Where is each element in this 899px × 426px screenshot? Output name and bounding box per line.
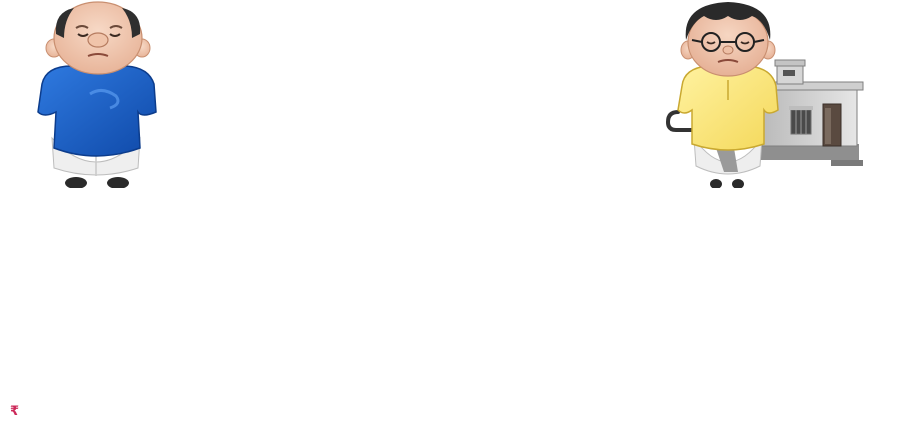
man-blue-kurta-illustration	[30, 0, 166, 189]
man-blue-kurta-svg	[37, 1, 157, 189]
man-yellow-kurta-glasses-illustration	[664, 0, 790, 189]
man-yellow-kurta-svg	[665, 2, 779, 189]
house-svg	[754, 59, 864, 166]
rupee-symbol: ₹	[10, 404, 20, 419]
walking-cane-icon	[665, 110, 696, 132]
house-illustration	[754, 58, 867, 168]
